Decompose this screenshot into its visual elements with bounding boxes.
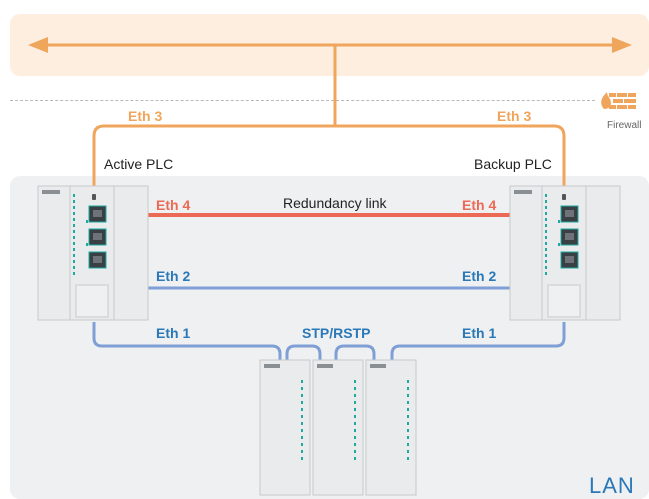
eth3-left-label: Eth 3 [128, 108, 163, 124]
eth4-right-label: Eth 4 [462, 197, 497, 213]
eth4-left-label: Eth 4 [156, 197, 191, 213]
stp-link-2 [334, 344, 376, 360]
backup-plc-label: Backup PLC [474, 156, 552, 172]
eth2-right-label: Eth 2 [462, 268, 497, 284]
io-module-3 [365, 359, 417, 496]
io-module-2 [312, 359, 364, 496]
io-module-1 [259, 359, 311, 496]
redundancy-link-label: Redundancy link [283, 195, 387, 211]
stp-rstp-label: STP/RSTP [302, 325, 371, 341]
firewall-label: Firewall [607, 120, 642, 131]
eth1-right-link [390, 322, 566, 360]
stp-link-1 [285, 344, 322, 360]
firewall-divider [10, 100, 595, 101]
eth1-left-label: Eth 1 [156, 325, 191, 341]
active-plc-label: Active PLC [104, 156, 174, 172]
backup-plc-device [509, 185, 621, 321]
active-plc-device [37, 185, 149, 321]
eth1-left-link [92, 322, 282, 360]
lan-label: LAN [589, 473, 635, 498]
eth3-right-label: Eth 3 [497, 108, 532, 124]
eth1-right-label: Eth 1 [462, 325, 497, 341]
eth3-uplink [92, 45, 566, 190]
eth2-left-label: Eth 2 [156, 268, 191, 284]
firewall-flame-icon [601, 92, 636, 109]
wan-double-arrow [28, 37, 632, 53]
